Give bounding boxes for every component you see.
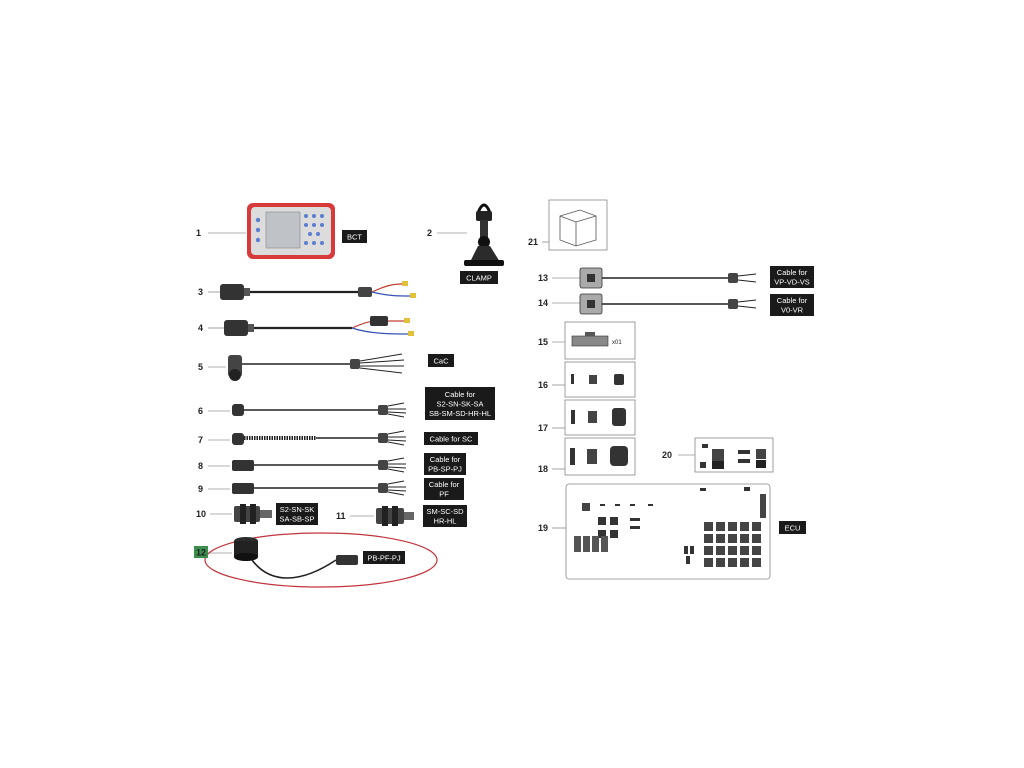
clamp-base — [470, 246, 500, 262]
part-number: 3 — [198, 287, 203, 297]
part-number: 20 — [662, 450, 672, 460]
terminal-screen — [265, 211, 301, 249]
part-number: 13 — [538, 273, 548, 283]
svg-text:PB-SP-PJ: PB-SP-PJ — [428, 465, 462, 474]
part-number: 15 — [538, 337, 548, 347]
part-number: 11 — [336, 511, 346, 521]
svg-text:VP-VD-VS: VP-VD-VS — [774, 278, 809, 287]
part-number: 9 — [198, 484, 203, 494]
svg-text:Cable for: Cable for — [777, 296, 808, 305]
pressure-sensor — [234, 541, 258, 557]
part-number: 5 — [198, 362, 203, 372]
highlight-ellipse — [204, 532, 438, 588]
ecu-left-connectors — [574, 536, 608, 552]
part-2: 2 CLAMP — [427, 203, 504, 284]
part-label — [770, 266, 814, 288]
fuse-holder — [370, 316, 388, 326]
part-label — [363, 551, 405, 564]
svg-text:CaC: CaC — [433, 357, 449, 366]
svg-text:x01: x01 — [612, 340, 622, 346]
round-connector — [220, 284, 244, 300]
svg-text:CLAMP: CLAMP — [466, 274, 492, 283]
part-label — [425, 387, 495, 420]
terminal-strip — [571, 335, 609, 347]
angled-connector — [229, 369, 241, 381]
svg-text:Cable for: Cable for — [777, 268, 808, 277]
part-label — [276, 503, 318, 525]
part-label — [424, 453, 466, 475]
svg-text:HR-HL: HR-HL — [434, 517, 457, 526]
part-number: 7 — [198, 435, 203, 445]
part-7: 7 Cable for SC — [198, 430, 478, 446]
svg-text:SA-SB-SP: SA-SB-SP — [279, 515, 314, 524]
part-label — [423, 505, 467, 527]
svg-text:PB-PF-PJ: PB-PF-PJ — [367, 554, 401, 563]
part-label — [424, 478, 464, 500]
part-18: 18 — [538, 437, 636, 476]
svg-text:SB-SM-SD-HR-HL: SB-SM-SD-HR-HL — [429, 409, 491, 418]
sensor — [376, 508, 404, 524]
svg-text:Cable for: Cable for — [429, 480, 460, 489]
svg-text:BCT: BCT — [347, 233, 362, 242]
part-5: 5 CaC — [198, 353, 454, 381]
part-8: 8 Cable for PB-SP-PJ — [198, 453, 466, 475]
part-1: 1 BCT — [196, 203, 367, 259]
part-17: 17 — [538, 399, 636, 436]
part-number: 12 — [196, 548, 206, 558]
svg-text:PF: PF — [439, 490, 449, 499]
part-number: 19 — [538, 523, 548, 533]
part-3: 3 — [198, 281, 416, 300]
svg-text:Cable for: Cable for — [445, 390, 476, 399]
svg-text:SM-SC-SD: SM-SC-SD — [426, 507, 464, 516]
svg-text:Cable for: Cable for — [430, 455, 461, 464]
part-number: 10 — [196, 509, 206, 519]
svg-text:S2-SN-SK-SA: S2-SN-SK-SA — [436, 400, 483, 409]
part-number: 18 — [538, 464, 548, 474]
part-label — [779, 521, 806, 534]
part-number: 16 — [538, 380, 548, 390]
part-20: 20 — [662, 437, 774, 473]
part-19: 19 ECU — [538, 483, 806, 580]
part-number: 21 — [528, 237, 538, 247]
part-4: 4 — [198, 316, 414, 336]
svg-text:Cable for SC: Cable for SC — [430, 435, 474, 444]
part-label — [770, 294, 814, 316]
part-16: 16 — [538, 361, 636, 398]
part-label — [428, 354, 454, 367]
part-number: 6 — [198, 406, 203, 416]
part-21: 21 — [528, 199, 608, 251]
part-label — [424, 432, 478, 445]
part-11: 11 SM-SC-SD HR-HL — [336, 505, 467, 527]
svg-text:V0-VR: V0-VR — [781, 306, 804, 315]
box-icon — [559, 209, 597, 247]
highlight-badge — [194, 546, 208, 558]
part-number: 8 — [198, 461, 203, 471]
part-label — [460, 271, 498, 284]
part-number: 2 — [427, 228, 432, 238]
part-9: 9 Cable for PF — [198, 478, 464, 500]
part-15: 15 x01 — [538, 321, 636, 360]
svg-text:ECU: ECU — [785, 524, 801, 533]
ecu-relay-block — [704, 522, 761, 567]
sensor — [234, 506, 260, 522]
part-13: 13 Cable for VP-VD-VS — [538, 266, 814, 289]
part-number: 14 — [538, 298, 548, 308]
part-14: 14 Cable for V0-VR — [538, 293, 814, 316]
part-number: 4 — [198, 323, 203, 333]
ecu-board — [565, 483, 771, 580]
svg-text:S2-SN-SK: S2-SN-SK — [280, 505, 315, 514]
part-12: 12 PB-PF-PJ — [194, 532, 438, 588]
part-number: 1 — [196, 228, 201, 238]
part-number: 17 — [538, 423, 548, 433]
part-6: 6 Cable for S2-SN-SK-SA SB-SM-SD-HR-HL — [198, 387, 495, 420]
part-label — [342, 230, 367, 243]
part-10: 10 S2-SN-SK SA-SB-SP — [196, 503, 318, 525]
